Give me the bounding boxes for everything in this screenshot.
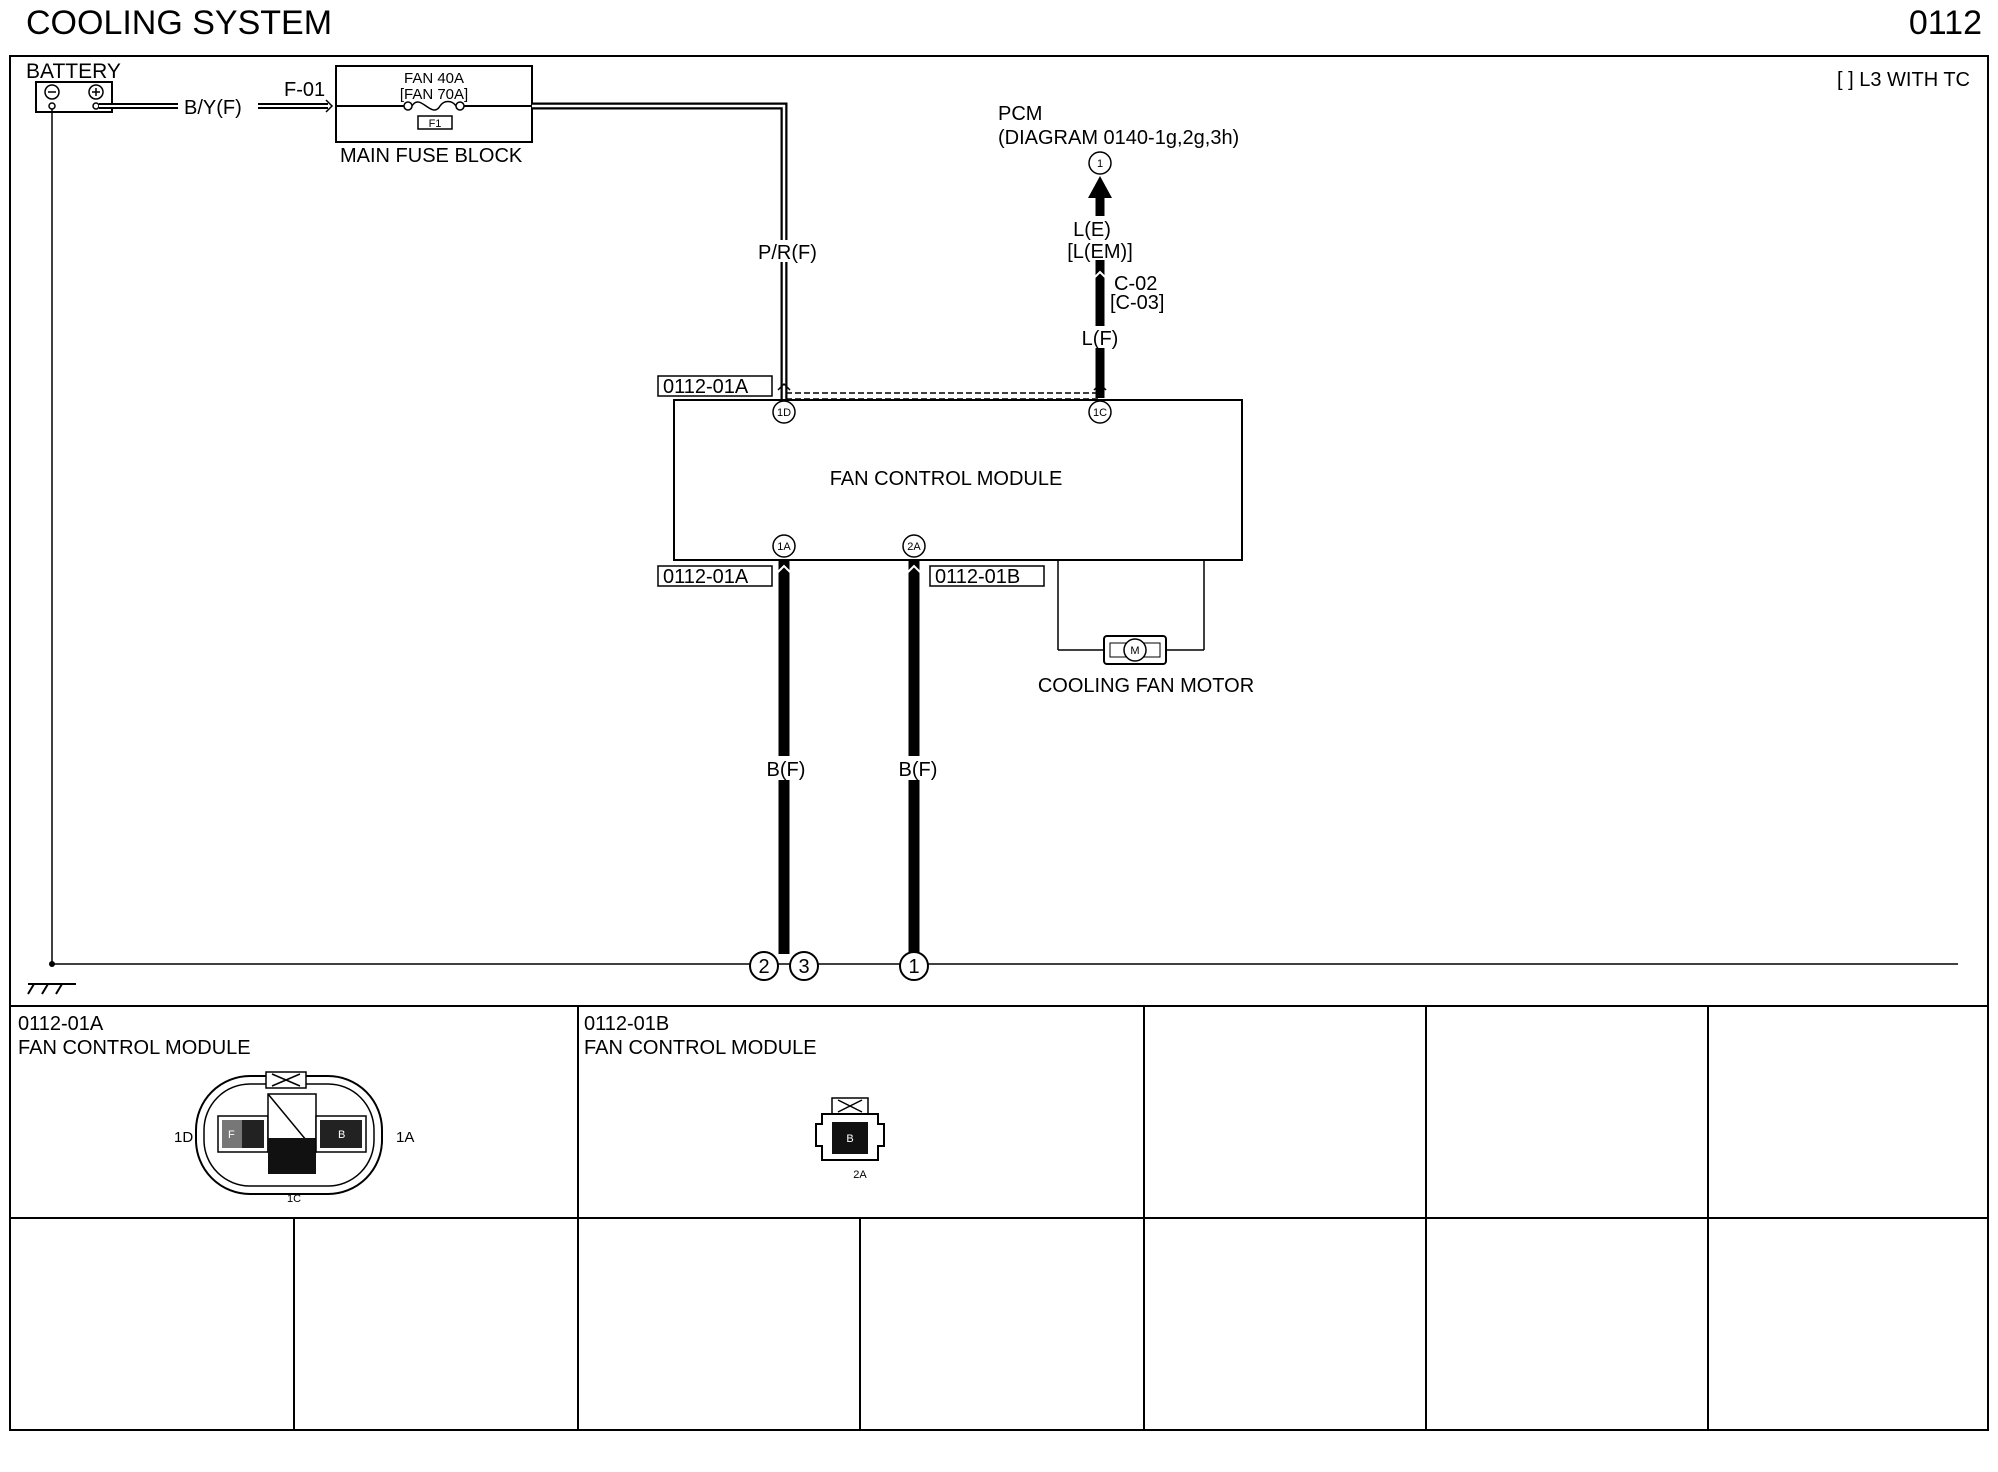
terminal-2a-label: 2A [907, 541, 921, 553]
pcm-terminal-label: 1 [1097, 158, 1103, 170]
connector-top-label: 0112-01A [663, 376, 749, 398]
cooling-fan-motor-symbol [1103, 635, 1167, 665]
connector-table-grid [10, 1005, 1988, 1430]
power-wire [532, 102, 788, 404]
connector-view-name: FAN CONTROL MODULE [584, 1037, 817, 1059]
page-number: 0112 [1908, 4, 1982, 42]
power-wire-label: P/R(F) [758, 242, 817, 264]
pcm-wire-label-lower: L(F) [1082, 328, 1119, 350]
battery-wire-label: B/Y(F) [184, 97, 242, 119]
terminal-1d [772, 400, 796, 424]
pcm-wire-label: L(E) [1073, 219, 1111, 241]
fuse-id: F1 [429, 118, 442, 130]
main-fuse-block-label: MAIN FUSE BLOCK [340, 145, 523, 167]
terminal-1a [772, 534, 796, 558]
pcm-terminal [1088, 151, 1112, 175]
fuse-block-connector-label: F-01 [284, 79, 325, 101]
terminal-2a [902, 534, 926, 558]
connector-bottom-right-label: 0112-01B [935, 566, 1020, 588]
fan-control-module-label: FAN CONTROL MODULE [830, 468, 1063, 490]
connector-pin-inner-label: B [846, 1133, 853, 1145]
connector-pin-inner-label: B [338, 1129, 345, 1141]
terminal-1a-label: 1A [777, 541, 791, 553]
ground-junction [49, 961, 55, 967]
pcm-connector-label: C-02 [1114, 273, 1157, 295]
chassis-ground-icon [27, 983, 76, 995]
connector-pin-label: 2A [853, 1169, 867, 1181]
pcm-connector-label-alt: [C-03] [1110, 292, 1164, 314]
connector-view-id: 0112-01A [18, 1013, 104, 1035]
connector-view-name: FAN CONTROL MODULE [18, 1037, 251, 1059]
ground-point-label: 1 [908, 956, 919, 978]
fuse-rating-alt: [FAN 70A] [400, 86, 468, 103]
ground-point [789, 951, 819, 981]
ground-point-label: 2 [758, 956, 769, 978]
pcm-arrow [1088, 176, 1112, 198]
ground-point-label: 3 [798, 956, 809, 978]
cooling-fan-motor-wires [1057, 560, 1205, 651]
battery-label: BATTERY [26, 60, 121, 83]
ground-wire-right-label: B(F) [899, 759, 938, 781]
connector-0112-01a-face [195, 1071, 383, 1195]
fuse-symbol [336, 100, 532, 130]
connector-pin-label: 1C [287, 1193, 301, 1205]
diagram-frame [9, 55, 1989, 1431]
connector-pin-label: 1A [396, 1129, 414, 1146]
pcm-wire-label-alt: [L(EM)] [1067, 241, 1133, 263]
pcm-label: PCM [998, 103, 1042, 125]
ground-point [899, 951, 929, 981]
variant-note: [ ] L3 WITH TC [1837, 69, 1970, 91]
terminal-1c [1088, 400, 1112, 424]
fan-control-module [673, 399, 1243, 561]
terminal-1c-label: 1C [1093, 407, 1107, 419]
pcm-reference: (DIAGRAM 0140-1g,2g,3h) [998, 127, 1239, 149]
connector-view-id: 0112-01B [584, 1013, 669, 1035]
page-title: COOLING SYSTEM [26, 4, 333, 42]
cooling-fan-motor-label: COOLING FAN MOTOR [1038, 675, 1254, 697]
fan-motor-symbol-label: M [1130, 645, 1139, 657]
terminal-1d-label: 1D [777, 407, 791, 419]
connector-0112-01b-face [815, 1097, 885, 1161]
fuse-rating: FAN 40A [404, 70, 464, 87]
ground-point [749, 951, 779, 981]
ground-wire-left-label: B(F) [767, 759, 806, 781]
shield-lines [786, 392, 1100, 400]
connector-bottom-left-label: 0112-01A [663, 566, 749, 588]
connector-pin-label: 1D [174, 1129, 193, 1146]
connector-pin-inner-label: F [228, 1129, 235, 1141]
